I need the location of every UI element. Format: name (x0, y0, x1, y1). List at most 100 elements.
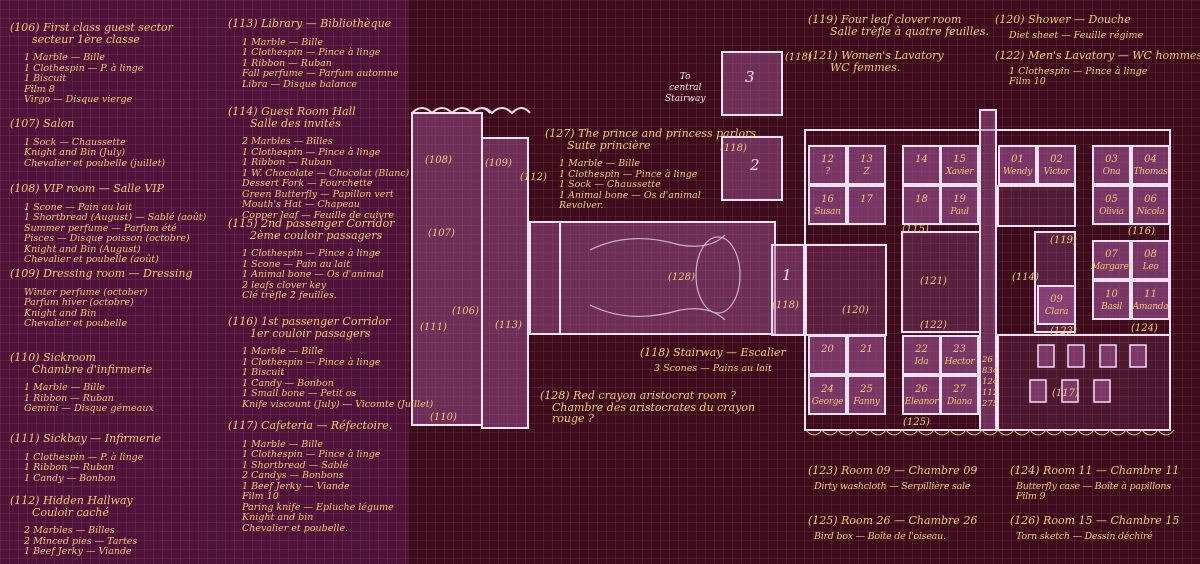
room-number: 17 (860, 194, 873, 205)
room-120 (805, 244, 887, 336)
note-item: Knight and Bin (July) (24, 147, 126, 158)
room-number: 02 (1050, 154, 1063, 165)
note-item: 1 Small bone — Petit os (242, 388, 357, 399)
note-item: 1 Marble — Bille (242, 36, 323, 48)
note-title: (121) Women's Lavatory (808, 49, 944, 62)
note-item: Chevalier et poubelle (24, 318, 128, 329)
note-item: Dessert Fork — Fourchette (242, 178, 373, 189)
note-title: (115) 2nd passenger Corridor (228, 217, 395, 230)
room-occupant: ? (825, 167, 830, 177)
note-title: (120) Shower — Douche (995, 13, 1131, 26)
room-occupant: Clara (1044, 307, 1069, 317)
note-item: Libra — Disque balance (242, 78, 358, 90)
guest-room-12: 12? (808, 145, 847, 185)
note-title: 1er couloir passagers (250, 326, 371, 340)
guest-room-21: 21 (847, 335, 886, 375)
room-occupant: Susan (814, 207, 841, 217)
area-label-119: (119) (1050, 235, 1077, 246)
room-occupant: Eleanor (904, 397, 939, 407)
area-label-112: (112) (520, 172, 547, 183)
room-occupant: Xavier (945, 167, 974, 177)
note-title: 2ème couloir passagers (250, 228, 383, 242)
room-occupant: Victor (1043, 167, 1070, 177)
note-item: 1 W. Chocolate — Chocolat (Blanc) (242, 167, 410, 179)
note-item: Knight and bin (242, 512, 314, 523)
note-item: 1 Scone — Pain au lait (24, 201, 133, 213)
room-number: 25 (860, 384, 873, 395)
area-label-115: (115) (902, 224, 929, 235)
stairway-1 (771, 244, 805, 336)
note-item: 1 Clothespin — Pince à linge (1009, 65, 1148, 77)
cafeteria-table-icon (1029, 379, 1047, 403)
room-number: 27 (953, 384, 966, 395)
room-number: 05 (1105, 194, 1118, 205)
note-item: Virgo — Disque vierge (24, 94, 133, 105)
room-number: 11 (1144, 289, 1157, 300)
note-item: 1 Clothespin — P. à linge (24, 451, 144, 463)
room-number: 26 (915, 384, 928, 395)
note-item: 1 Ribbon — Ruban (24, 392, 114, 404)
note-title: (126) Room 15 — Chambre 15 (1010, 514, 1180, 527)
area-label-107: (107) (428, 228, 455, 239)
balcony-railing-east (805, 429, 1175, 436)
note-title: WC femmes. (830, 60, 901, 74)
room-number: 22 (915, 344, 928, 355)
note-item: 1 Clothespin — Pince à linge (242, 47, 381, 58)
note-item: Knight and Bin (August) (24, 243, 141, 255)
west-wing-outer (411, 112, 483, 426)
area-label-122: (122) (920, 320, 947, 331)
stairway-3 (721, 51, 783, 116)
room-occupant: George (811, 397, 844, 407)
note-title: (125) Room 26 — Chambre 26 (808, 514, 978, 527)
rose-vine-icon (589, 234, 726, 251)
note-title: (124) Room 11 — Chambre 11 (1010, 464, 1180, 477)
note-item: Parfum hiver (octobre) (24, 297, 134, 308)
note-item: Mouth's Hat — Chapeau (242, 199, 360, 210)
note-item: 1 Clothespin — Pince à linge (242, 356, 381, 368)
note-item: Copper leaf — Feuille de cuivre (242, 209, 395, 221)
note-title: (114) Guest Room Hall (228, 105, 356, 118)
note-title: (122) Men's Lavatory — WC hommes (995, 49, 1200, 62)
note-item: Torn sketch — Dessin déchiré (1016, 530, 1153, 542)
room-occupant: Ona (1102, 167, 1121, 177)
room-occupant: Hector (944, 357, 975, 367)
note-item: 1 Beef Jerky — Viande (242, 480, 350, 492)
note-item: 1 Clothespin — Pince à linge (242, 146, 381, 158)
room-number: 13 (860, 154, 873, 165)
room-128-entry (529, 221, 561, 335)
elevator-code: 26 (982, 355, 993, 365)
note-title: Chambre d'infirmerie (32, 362, 153, 376)
room-occupant: Thomas (1133, 167, 1168, 177)
room-number: 21 (860, 344, 873, 355)
note-item: Chevalier et poubelle (août) (24, 254, 159, 265)
room-number: 19 (953, 194, 966, 205)
room-occupant: Ida (914, 357, 929, 367)
area-label-114: (114) (1012, 272, 1039, 283)
note-room-126: (126) Room 15 — Chambre 15 Torn sketch — … (1010, 515, 1179, 542)
note-item: 1 Biscuit (242, 367, 285, 378)
note-item: 1 Sock — Chaussette (24, 136, 126, 148)
table-icon (695, 236, 741, 314)
room-number: 20 (821, 344, 834, 355)
area-label-108: (108) (425, 155, 452, 166)
note-item: Film 9 (1016, 491, 1046, 502)
note-title: (116) 1st passenger Corridor (228, 315, 391, 328)
area-label-116: (116) (1128, 226, 1155, 237)
